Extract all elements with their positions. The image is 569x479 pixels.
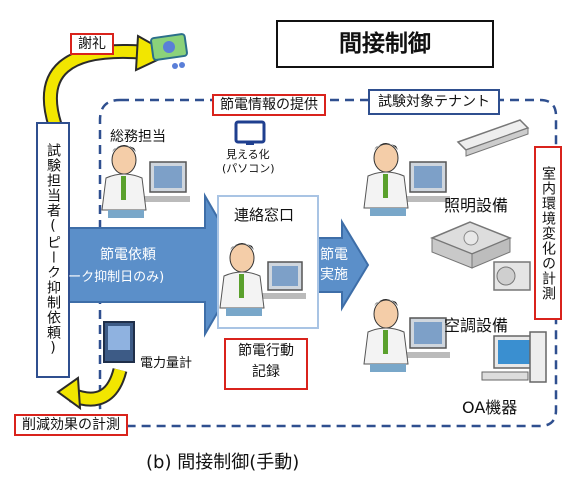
implement-label-1: 節電 (320, 247, 348, 263)
person-computer-icon-aircon (363, 299, 450, 372)
aircon-label: 空調設備 (444, 316, 509, 335)
tester-label: 試験担当者(ピーク抑制依頼) (36, 122, 70, 378)
monitor-icon (234, 120, 266, 145)
tenant-label: 試験対象テナント (368, 89, 500, 115)
request-label-2: (ピーク抑制日のみ) (50, 270, 165, 285)
indoor-env-label: 室内環境変化の計測 (534, 146, 562, 320)
money-icon (150, 33, 188, 69)
oa-equipment-icon (481, 331, 547, 383)
power-meter-icon (103, 321, 135, 363)
reduction-label: 削減効果の計測 (14, 414, 128, 436)
record-label-2: 記録 (252, 364, 280, 380)
general-affairs-label: 総務担当 (110, 129, 166, 145)
visualization-label-2: (パソコン) (222, 162, 275, 175)
figure-caption: (b) 間接制御(手動) (146, 452, 300, 473)
person-computer-icon-contact (219, 243, 306, 316)
request-label-1: 節電依頼 (100, 247, 156, 263)
oa-label: OA機器 (462, 398, 518, 417)
tenant-text: 試験対象テナント (378, 94, 490, 110)
ceiling-ac-icon (430, 221, 512, 269)
lighting-fixture-icon (456, 119, 530, 157)
power-meter-label: 電力量計 (140, 356, 193, 371)
page-title: 間接制御 (276, 20, 494, 68)
contact-label: 連絡窓口 (234, 206, 295, 224)
lighting-label: 照明設備 (444, 196, 509, 215)
saving-info-label: 節電情報の提供 (212, 94, 326, 116)
record-box: 節電行動 記録 (224, 338, 308, 390)
record-label-1: 節電行動 (238, 343, 294, 359)
tenant-boundary (98, 98, 558, 428)
visualization-label-1: 見える化 (226, 148, 270, 161)
person-computer-icon-light (363, 143, 450, 216)
implement-label-2: 実施 (320, 267, 348, 283)
outdoor-ac-unit-icon (493, 261, 531, 291)
person-computer-icon-general (101, 145, 190, 218)
reward-label: 謝礼 (70, 33, 114, 55)
